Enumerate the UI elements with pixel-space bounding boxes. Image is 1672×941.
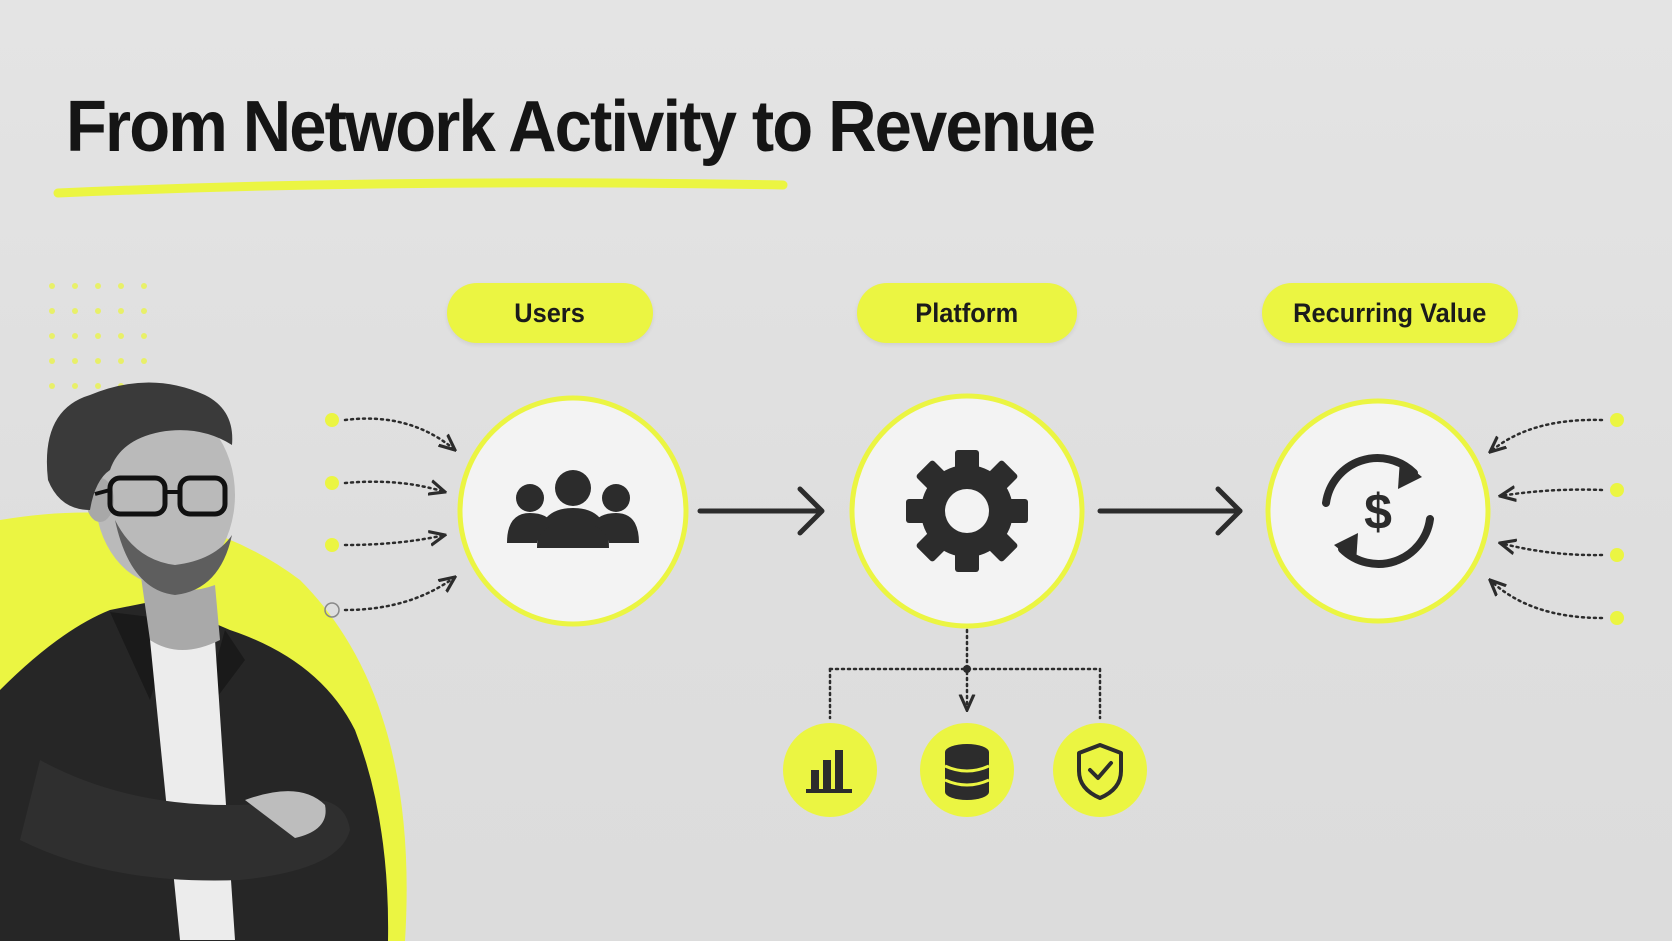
source-dot (1610, 611, 1624, 625)
source-dot (325, 476, 339, 490)
dotted-arrow (1500, 490, 1604, 496)
stage-label-users: Users (447, 283, 653, 343)
incoming-connectors-left (324, 413, 455, 618)
page-title: From Network Activity to Revenue (66, 87, 1096, 167)
platform-branch-connectors (828, 628, 1102, 720)
dotted-arrow (1500, 543, 1604, 557)
source-dot (1610, 548, 1624, 562)
stage-circle-value (1265, 398, 1491, 624)
dotted-arrow (1490, 580, 1604, 620)
dotted-arrow (343, 577, 455, 612)
stage-label-platform: Platform (857, 283, 1077, 343)
dotted-arrow (343, 417, 455, 450)
recurring-dollar-icon: $ (1322, 454, 1434, 568)
source-dot (325, 413, 339, 427)
svg-text:$: $ (1364, 484, 1392, 540)
shield-check-icon (1077, 743, 1123, 800)
dotted-arrow (343, 482, 445, 492)
bar-chart-icon (806, 750, 852, 793)
source-dot (325, 538, 339, 552)
person-portrait-icon (0, 382, 389, 941)
dotted-arrow (1490, 418, 1604, 452)
gear-icon (906, 450, 1028, 572)
users-group-icon (507, 470, 639, 548)
database-icon (944, 744, 990, 800)
source-dot (1610, 413, 1624, 427)
source-dot (324, 602, 340, 618)
incoming-connectors-right (1490, 413, 1624, 625)
title-underline (53, 178, 788, 198)
output-circle-security (1053, 723, 1147, 817)
dotted-arrow (343, 535, 445, 545)
dot-grid-decoration (49, 283, 147, 389)
source-dot (1610, 483, 1624, 497)
stage-label-recurring-value: Recurring Value (1262, 283, 1518, 343)
